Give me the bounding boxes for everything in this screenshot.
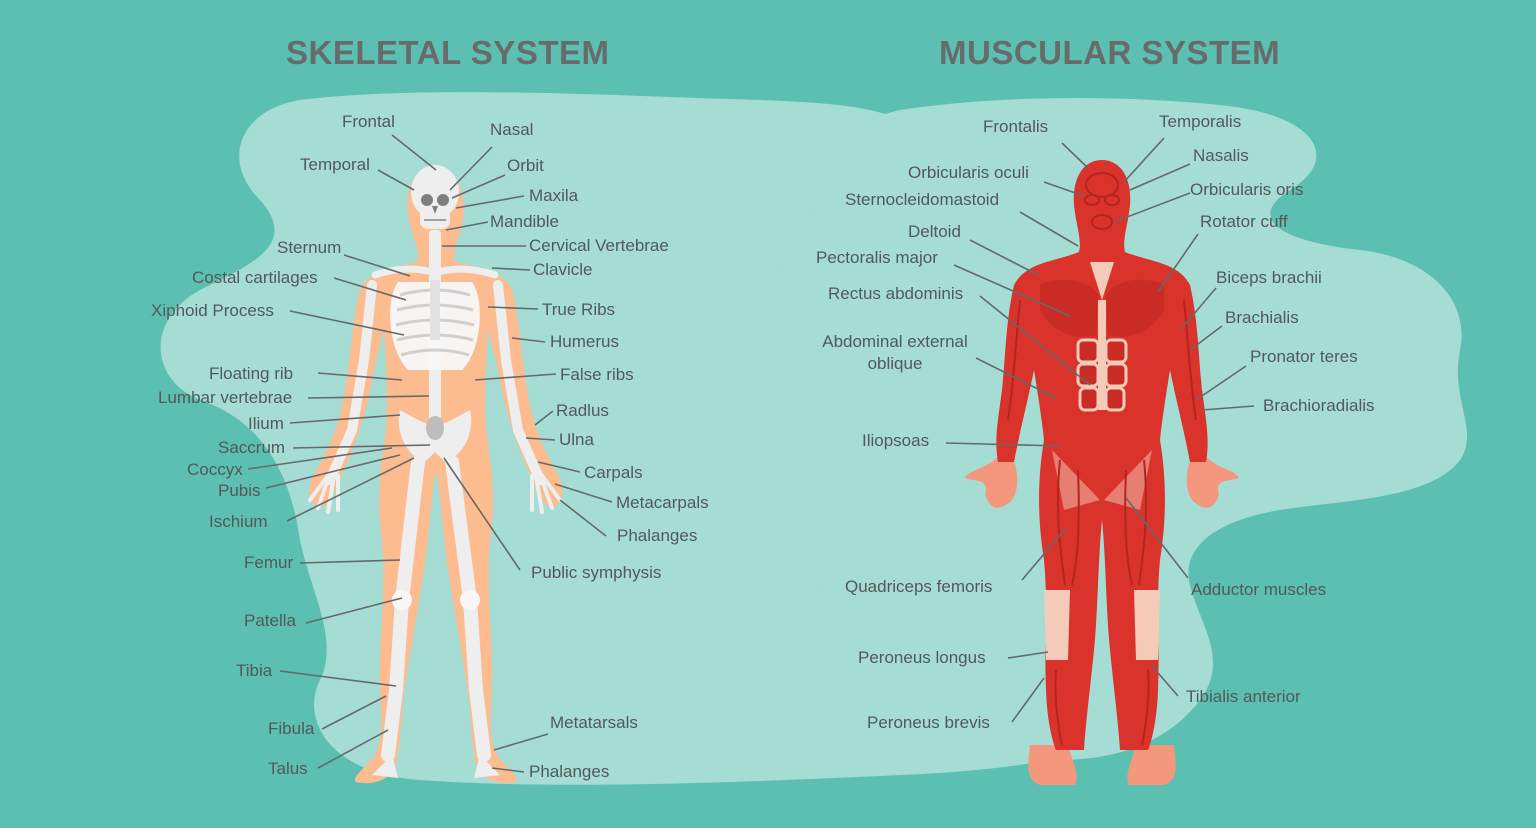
label-peroneus-brevis: Peroneus brevis (867, 713, 990, 732)
label-abdominal-external-oblique-line2: oblique (867, 354, 923, 373)
label-maxila: Maxila (529, 186, 579, 205)
label-mandible: Mandible (490, 212, 559, 231)
label-saccrum: Saccrum (218, 438, 286, 457)
label-costal-cartilages: Costal cartilages (192, 268, 318, 287)
label-femur: Femur (244, 553, 294, 572)
label-rectus-abdominis: Rectus abdominis (828, 284, 964, 303)
label-talus: Talus (268, 759, 308, 778)
skeletal-system-title: SKELETAL SYSTEM (286, 34, 610, 71)
label-rotator-cuff: Rotator cuff (1200, 212, 1288, 231)
label-false-ribs: False ribs (560, 365, 634, 384)
label-carpals: Carpals (584, 463, 643, 482)
label-quadriceps-femoris: Quadriceps femoris (845, 577, 993, 596)
label-humerus: Humerus (550, 332, 619, 351)
label-pronator-teres: Pronator teres (1250, 347, 1358, 366)
leader-lines (247, 134, 1255, 773)
label-temporal: Temporal (300, 155, 370, 174)
label-biceps-brachii: Biceps brachii (1216, 268, 1322, 287)
label-clavicle: Clavicle (533, 260, 593, 279)
skeleton-figure (308, 165, 563, 784)
label-peroneus-longus: Peroneus longus (858, 648, 986, 667)
label-ischium: Ischium (209, 512, 268, 531)
label-public-symphysis: Public symphysis (531, 563, 662, 582)
label-pubis: Pubis (218, 481, 261, 500)
label-metatarsals: Metatarsals (550, 713, 638, 732)
label-phalanges-foot: Phalanges (529, 762, 610, 781)
label-frontal: Frontal (342, 112, 395, 131)
label-orbicularis-oculi: Orbicularis oculi (908, 163, 1029, 182)
label-nasal: Nasal (490, 120, 534, 139)
label-ilium: Ilium (248, 414, 284, 433)
label-sternocleidomastoid: Sternocleidomastoid (845, 190, 1000, 209)
label-brachialis: Brachialis (1225, 308, 1299, 327)
label-metacarpals: Metacarpals (616, 493, 709, 512)
label-tibialis-anterior: Tibialis anterior (1186, 687, 1301, 706)
label-lumbar-vertebrae: Lumbar vertebrae (158, 388, 293, 407)
label-coccyx: Coccyx (187, 460, 243, 479)
label-cervical-vertebrae: Cervical Vertebrae (529, 236, 669, 255)
label-deltoid: Deltoid (908, 222, 961, 241)
label-adductor-muscles: Adductor muscles (1191, 580, 1327, 599)
label-true-ribs: True Ribs (542, 300, 616, 319)
label-iliopsoas: Iliopsoas (862, 431, 930, 450)
label-orbicularis-oris: Orbicularis oris (1190, 180, 1304, 199)
label-sternum: Sternum (277, 238, 342, 257)
label-abdominal-external-oblique: Abdominal external oblique (814, 332, 976, 374)
label-nasalis: Nasalis (1193, 146, 1249, 165)
label-temporalis: Temporalis (1159, 112, 1242, 131)
label-radius: Radlus (556, 401, 609, 420)
label-floating-rib: Floating rib (209, 364, 294, 383)
label-orbit: Orbit (507, 156, 544, 175)
label-brachioradialis: Brachioradialis (1263, 396, 1375, 415)
label-fibula: Fibula (268, 719, 315, 738)
label-pectoralis-major: Pectoralis major (816, 248, 938, 267)
muscular-system-title: MUSCULAR SYSTEM (939, 34, 1281, 71)
label-tibia: Tibia (236, 661, 273, 680)
label-abdominal-external-oblique-line1: Abdominal external (822, 332, 968, 351)
label-patella: Patella (244, 611, 296, 630)
label-phalanges-hand: Phalanges (617, 526, 698, 545)
label-ulna: Ulna (559, 430, 594, 449)
label-xiphoid-process: Xiphoid Process (151, 301, 274, 320)
label-frontalis: Frontalis (983, 117, 1049, 136)
